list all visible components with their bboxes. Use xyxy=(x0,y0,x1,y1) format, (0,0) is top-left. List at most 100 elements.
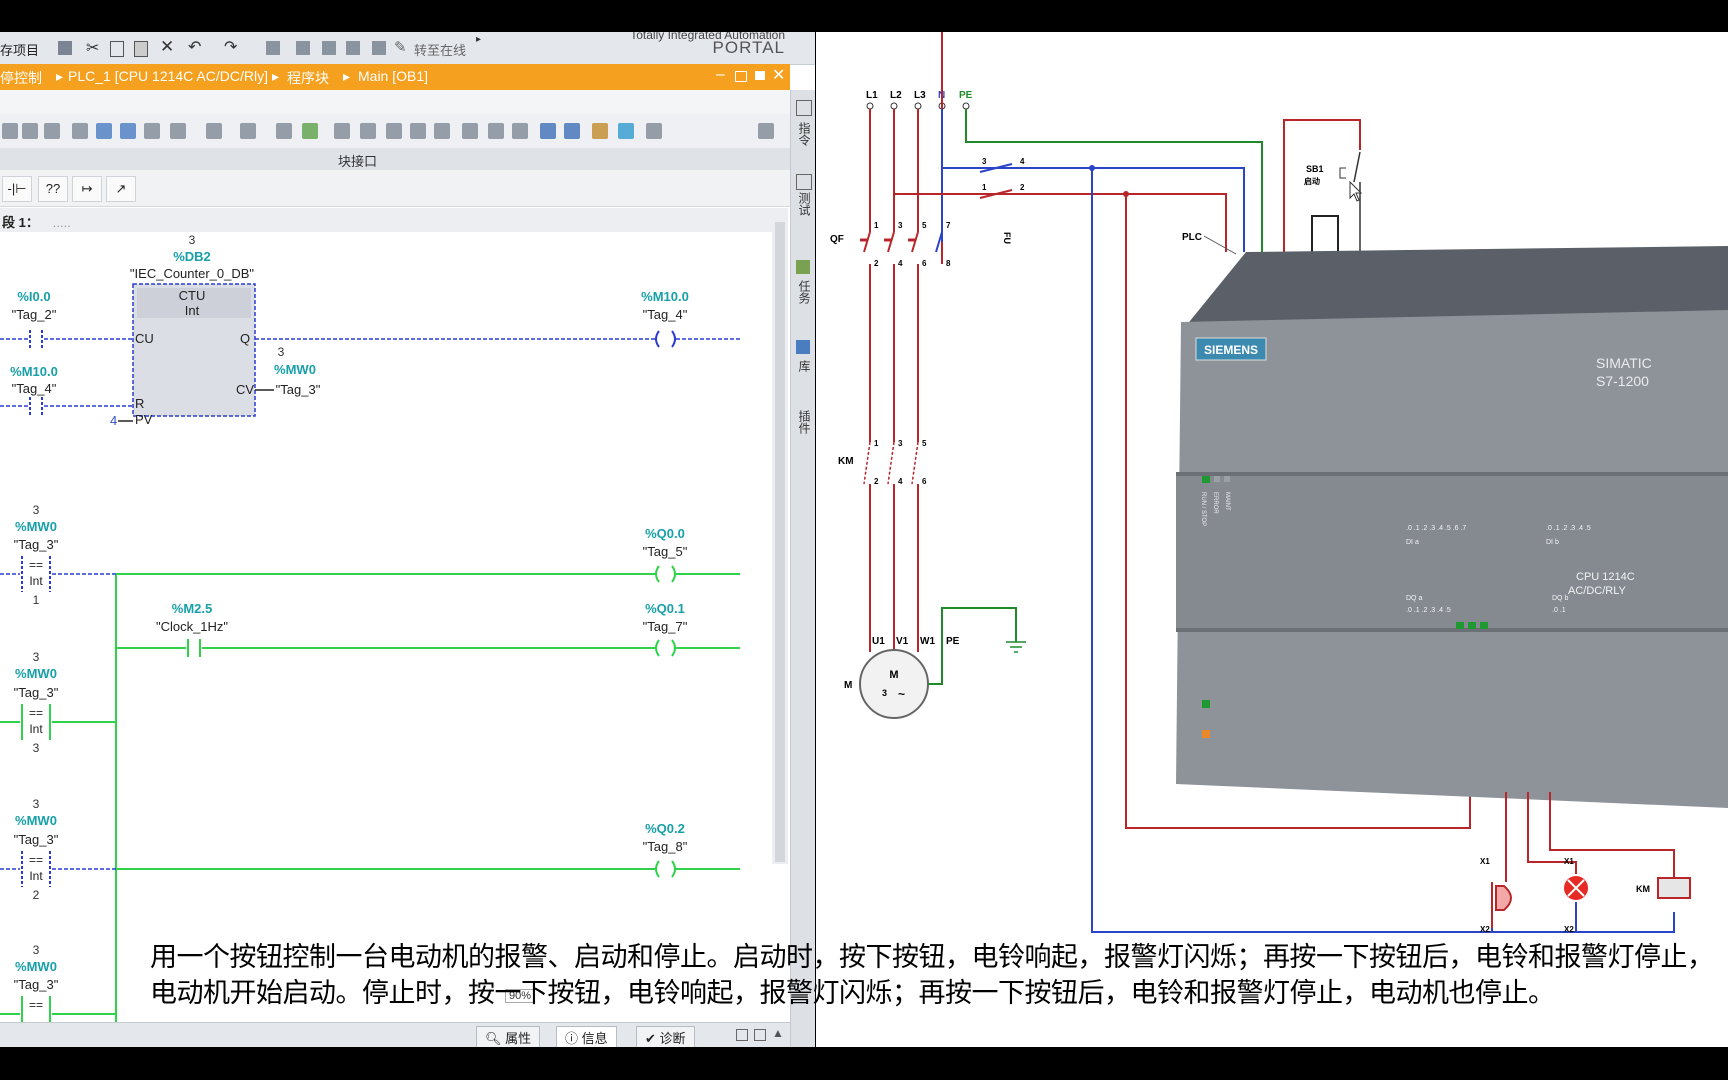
tool-icon[interactable] xyxy=(462,123,478,139)
upload-icon[interactable] xyxy=(322,41,336,55)
save-project-button[interactable]: 存项目 xyxy=(0,43,40,58)
breaker-qf[interactable] xyxy=(860,231,943,253)
tool-icon[interactable] xyxy=(512,123,528,139)
km-coil[interactable] xyxy=(1657,877,1691,899)
compare-eq-3[interactable]: == Int xyxy=(21,704,51,740)
monitor-icon[interactable] xyxy=(372,41,386,55)
compare-eq-2[interactable]: == Int xyxy=(21,851,51,887)
paste-icon[interactable] xyxy=(134,41,148,57)
compile-icon[interactable] xyxy=(266,41,280,55)
close-branch-button[interactable]: ↗ xyxy=(106,176,136,202)
coil-q2[interactable] xyxy=(655,860,676,878)
grid-icon[interactable] xyxy=(796,100,812,116)
cut-icon[interactable]: ✂ xyxy=(86,40,100,57)
tool-icon[interactable] xyxy=(120,123,136,139)
tab-diagnostics[interactable]: ✔ 诊断 xyxy=(636,1026,695,1047)
coil-q0[interactable] xyxy=(655,565,676,583)
plc-cpu-1: CPU 1214C xyxy=(1576,571,1635,583)
restore-icon[interactable] xyxy=(735,71,747,82)
plc-model-1: SIMATIC xyxy=(1596,355,1652,371)
tool-icon[interactable] xyxy=(386,123,402,139)
tool-icon[interactable] xyxy=(434,123,450,139)
tool-icon[interactable] xyxy=(96,123,112,139)
minimize-icon[interactable]: – xyxy=(716,66,725,83)
plc-s7-1200[interactable]: SIEMENS SIMATIC S7-1200 CPU 1214C AC/DC/… xyxy=(1176,246,1728,808)
tool-icon[interactable] xyxy=(564,123,580,139)
copy-icon[interactable] xyxy=(110,41,124,57)
undo-icon[interactable]: ↶ xyxy=(188,39,202,56)
go-online-icon[interactable]: ✎ xyxy=(394,39,407,56)
contact-m25[interactable] xyxy=(187,639,201,657)
tab-libraries[interactable]: 库 xyxy=(797,360,811,372)
start-button-sb1[interactable] xyxy=(1339,151,1361,252)
qf-label: QF xyxy=(830,234,844,245)
tab-instructions[interactable]: 指令 xyxy=(797,122,811,146)
tab-testing[interactable]: 测试 xyxy=(797,192,811,216)
print-icon[interactable] xyxy=(58,41,72,55)
breadcrumb-plc[interactable]: PLC_1 [CPU 1214C AC/DC/Rly] xyxy=(68,68,268,84)
coil-q1[interactable] xyxy=(655,639,676,657)
restore-icon[interactable] xyxy=(736,1029,748,1041)
tool-icon[interactable] xyxy=(302,123,318,139)
ctu-block[interactable]: 3 %DB2 "IEC_Counter_0_DB" CTU Int CU Q R… xyxy=(130,233,256,427)
scrollbar-thumb[interactable] xyxy=(775,222,785,862)
tool-icon[interactable] xyxy=(410,123,426,139)
tool-icon[interactable] xyxy=(44,123,60,139)
compare-eq-1[interactable]: == Int xyxy=(21,556,51,592)
wiring-diagram-panel: L1 L2 L3 N PE 3 xyxy=(816,32,1728,1047)
simulate-icon[interactable] xyxy=(346,41,360,55)
ctu-instance-num: 3 xyxy=(189,233,196,247)
tool-icon[interactable] xyxy=(540,123,556,139)
tab-tasks[interactable]: 任务 xyxy=(797,280,811,304)
contactor-km[interactable] xyxy=(863,441,919,485)
network-header[interactable]: 段 1： ..... xyxy=(0,208,775,232)
maximize-icon[interactable] xyxy=(755,71,765,80)
open-branch-button[interactable]: ↦ xyxy=(72,176,102,202)
contact-button[interactable]: -|⊢ xyxy=(2,176,32,202)
cmp1-addr: %MW0 xyxy=(15,519,57,534)
motor[interactable]: M 3 ~ xyxy=(859,649,929,719)
tool-icon[interactable] xyxy=(618,123,634,139)
breadcrumb-block[interactable]: Main [OB1] xyxy=(358,68,429,84)
tab-properties[interactable]: 🔍︎ 属性 xyxy=(476,1026,541,1047)
library-icon[interactable] xyxy=(796,340,810,354)
tool-icon[interactable] xyxy=(22,123,38,139)
coil-m10[interactable] xyxy=(655,330,676,348)
tool-icon[interactable] xyxy=(2,123,18,139)
more-icon[interactable]: ▸ xyxy=(476,34,482,45)
contact-m10[interactable] xyxy=(29,397,43,415)
go-online-button[interactable]: 转至在线 xyxy=(414,43,467,58)
breadcrumb-project[interactable]: 停控制 xyxy=(0,70,42,86)
collapse-icon[interactable]: ▲ xyxy=(772,1026,784,1040)
tool-icon[interactable] xyxy=(488,123,504,139)
tool-icon[interactable] xyxy=(170,123,186,139)
breadcrumb-folder[interactable]: 程序块 xyxy=(287,70,329,86)
block-interface-bar[interactable]: 块接口 xyxy=(0,148,790,170)
cmp2-val: 3 xyxy=(33,741,40,755)
alarm-bell[interactable] xyxy=(1495,885,1512,911)
tool-icon[interactable] xyxy=(240,123,256,139)
zoom-field[interactable]: 90% xyxy=(505,989,536,1003)
compare-eq-4[interactable]: == xyxy=(21,996,51,1022)
download-icon[interactable] xyxy=(296,41,310,55)
tool-icon[interactable] xyxy=(334,123,350,139)
tab-info[interactable]: ⓘ 信息 xyxy=(556,1026,617,1047)
task-icon[interactable] xyxy=(796,260,810,274)
tool-icon[interactable] xyxy=(72,123,88,139)
tool-icon[interactable] xyxy=(758,123,774,139)
tool-icon[interactable] xyxy=(646,123,662,139)
empty-box-button[interactable]: ?? xyxy=(38,176,68,202)
test-icon[interactable] xyxy=(796,174,812,190)
tool-icon[interactable] xyxy=(360,123,376,139)
close-icon[interactable]: ✕ xyxy=(772,67,786,84)
alarm-lamp[interactable] xyxy=(1564,876,1588,900)
delete-icon[interactable]: ✕ xyxy=(160,37,175,56)
maximize-icon[interactable] xyxy=(754,1029,766,1041)
contact-i0[interactable] xyxy=(29,330,43,348)
tab-addins[interactable]: 插件 xyxy=(797,410,811,434)
tool-icon[interactable] xyxy=(276,123,292,139)
tool-icon[interactable] xyxy=(144,123,160,139)
tool-icon[interactable] xyxy=(206,123,222,139)
redo-icon[interactable]: ↷ xyxy=(224,39,238,56)
tool-icon[interactable] xyxy=(592,123,608,139)
